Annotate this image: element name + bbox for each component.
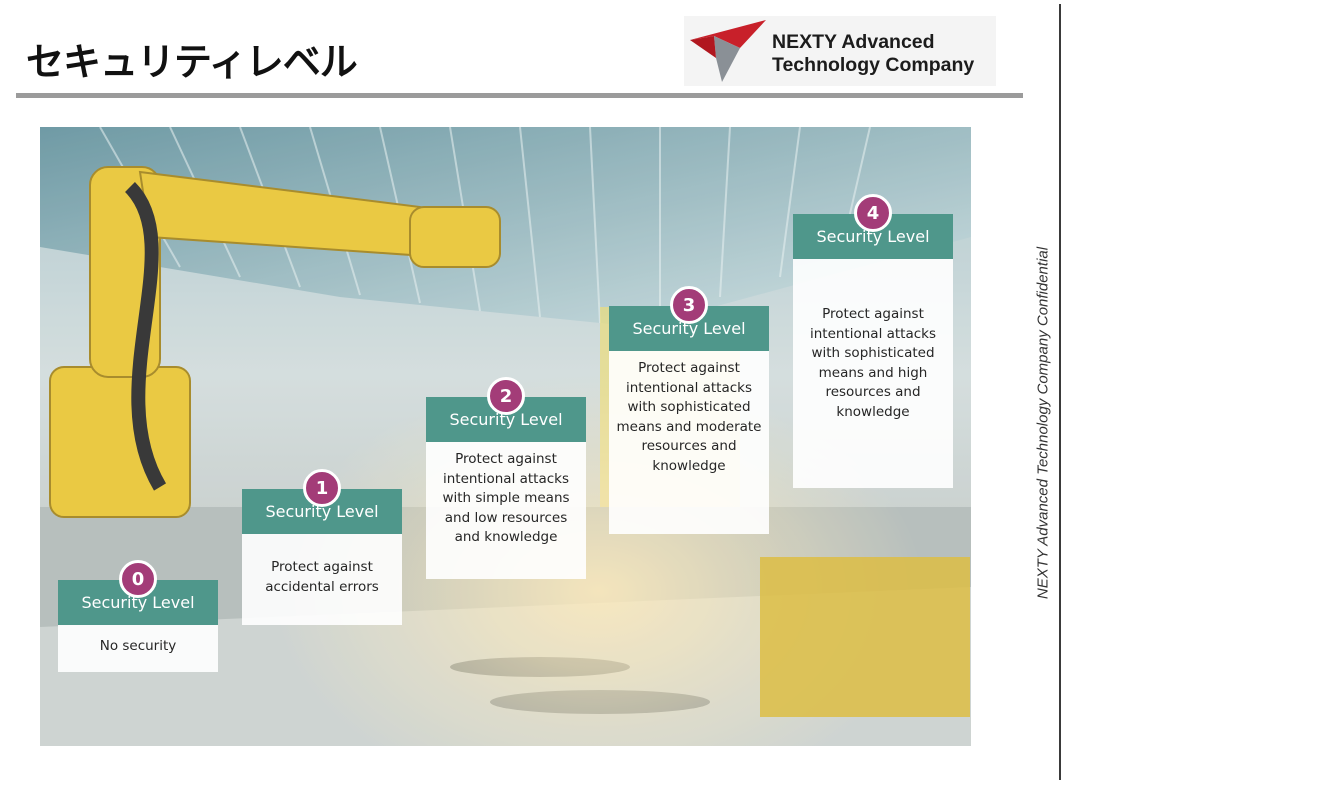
level-number-badge: 3 bbox=[670, 286, 708, 324]
logo-mark-icon bbox=[690, 20, 766, 82]
level-description: Protect against accidental errors bbox=[242, 534, 402, 625]
vertical-divider bbox=[1059, 4, 1061, 780]
factory-robot-photo: 0 Security Level No security 1 Security … bbox=[40, 127, 971, 746]
security-level-card-4: 4 Security Level Protect against intenti… bbox=[793, 194, 953, 488]
level-number-badge: 0 bbox=[119, 560, 157, 598]
level-description: Protect against intentional attacks with… bbox=[609, 351, 769, 534]
logo-line-1: NEXTY Advanced bbox=[772, 31, 935, 53]
page-title: セキュリティレベル bbox=[26, 40, 358, 84]
title-divider bbox=[16, 93, 1023, 98]
security-level-card-2: 2 Security Level Protect against intenti… bbox=[426, 377, 586, 579]
level-description: Protect against intentional attacks with… bbox=[426, 442, 586, 579]
level-number-badge: 2 bbox=[487, 377, 525, 415]
security-level-card-3: 3 Security Level Protect against intenti… bbox=[609, 286, 769, 534]
company-logo: NEXTY Advanced Technology Company bbox=[684, 16, 996, 86]
level-number-badge: 4 bbox=[854, 194, 892, 232]
level-description: No security bbox=[58, 625, 218, 672]
logo-line-2: Technology Company bbox=[772, 54, 975, 76]
logo-text: NEXTY Advanced Technology Company bbox=[772, 31, 974, 77]
level-number-badge: 1 bbox=[303, 469, 341, 507]
level-description: Protect against intentional attacks with… bbox=[793, 259, 953, 488]
level-heading: Security Level bbox=[242, 489, 402, 534]
confidential-notice: NEXTY Advanced Technology Company Confid… bbox=[1034, 246, 1052, 600]
security-level-card-0: 0 Security Level No security bbox=[58, 560, 218, 672]
security-level-card-1: 1 Security Level Protect against acciden… bbox=[242, 469, 402, 625]
